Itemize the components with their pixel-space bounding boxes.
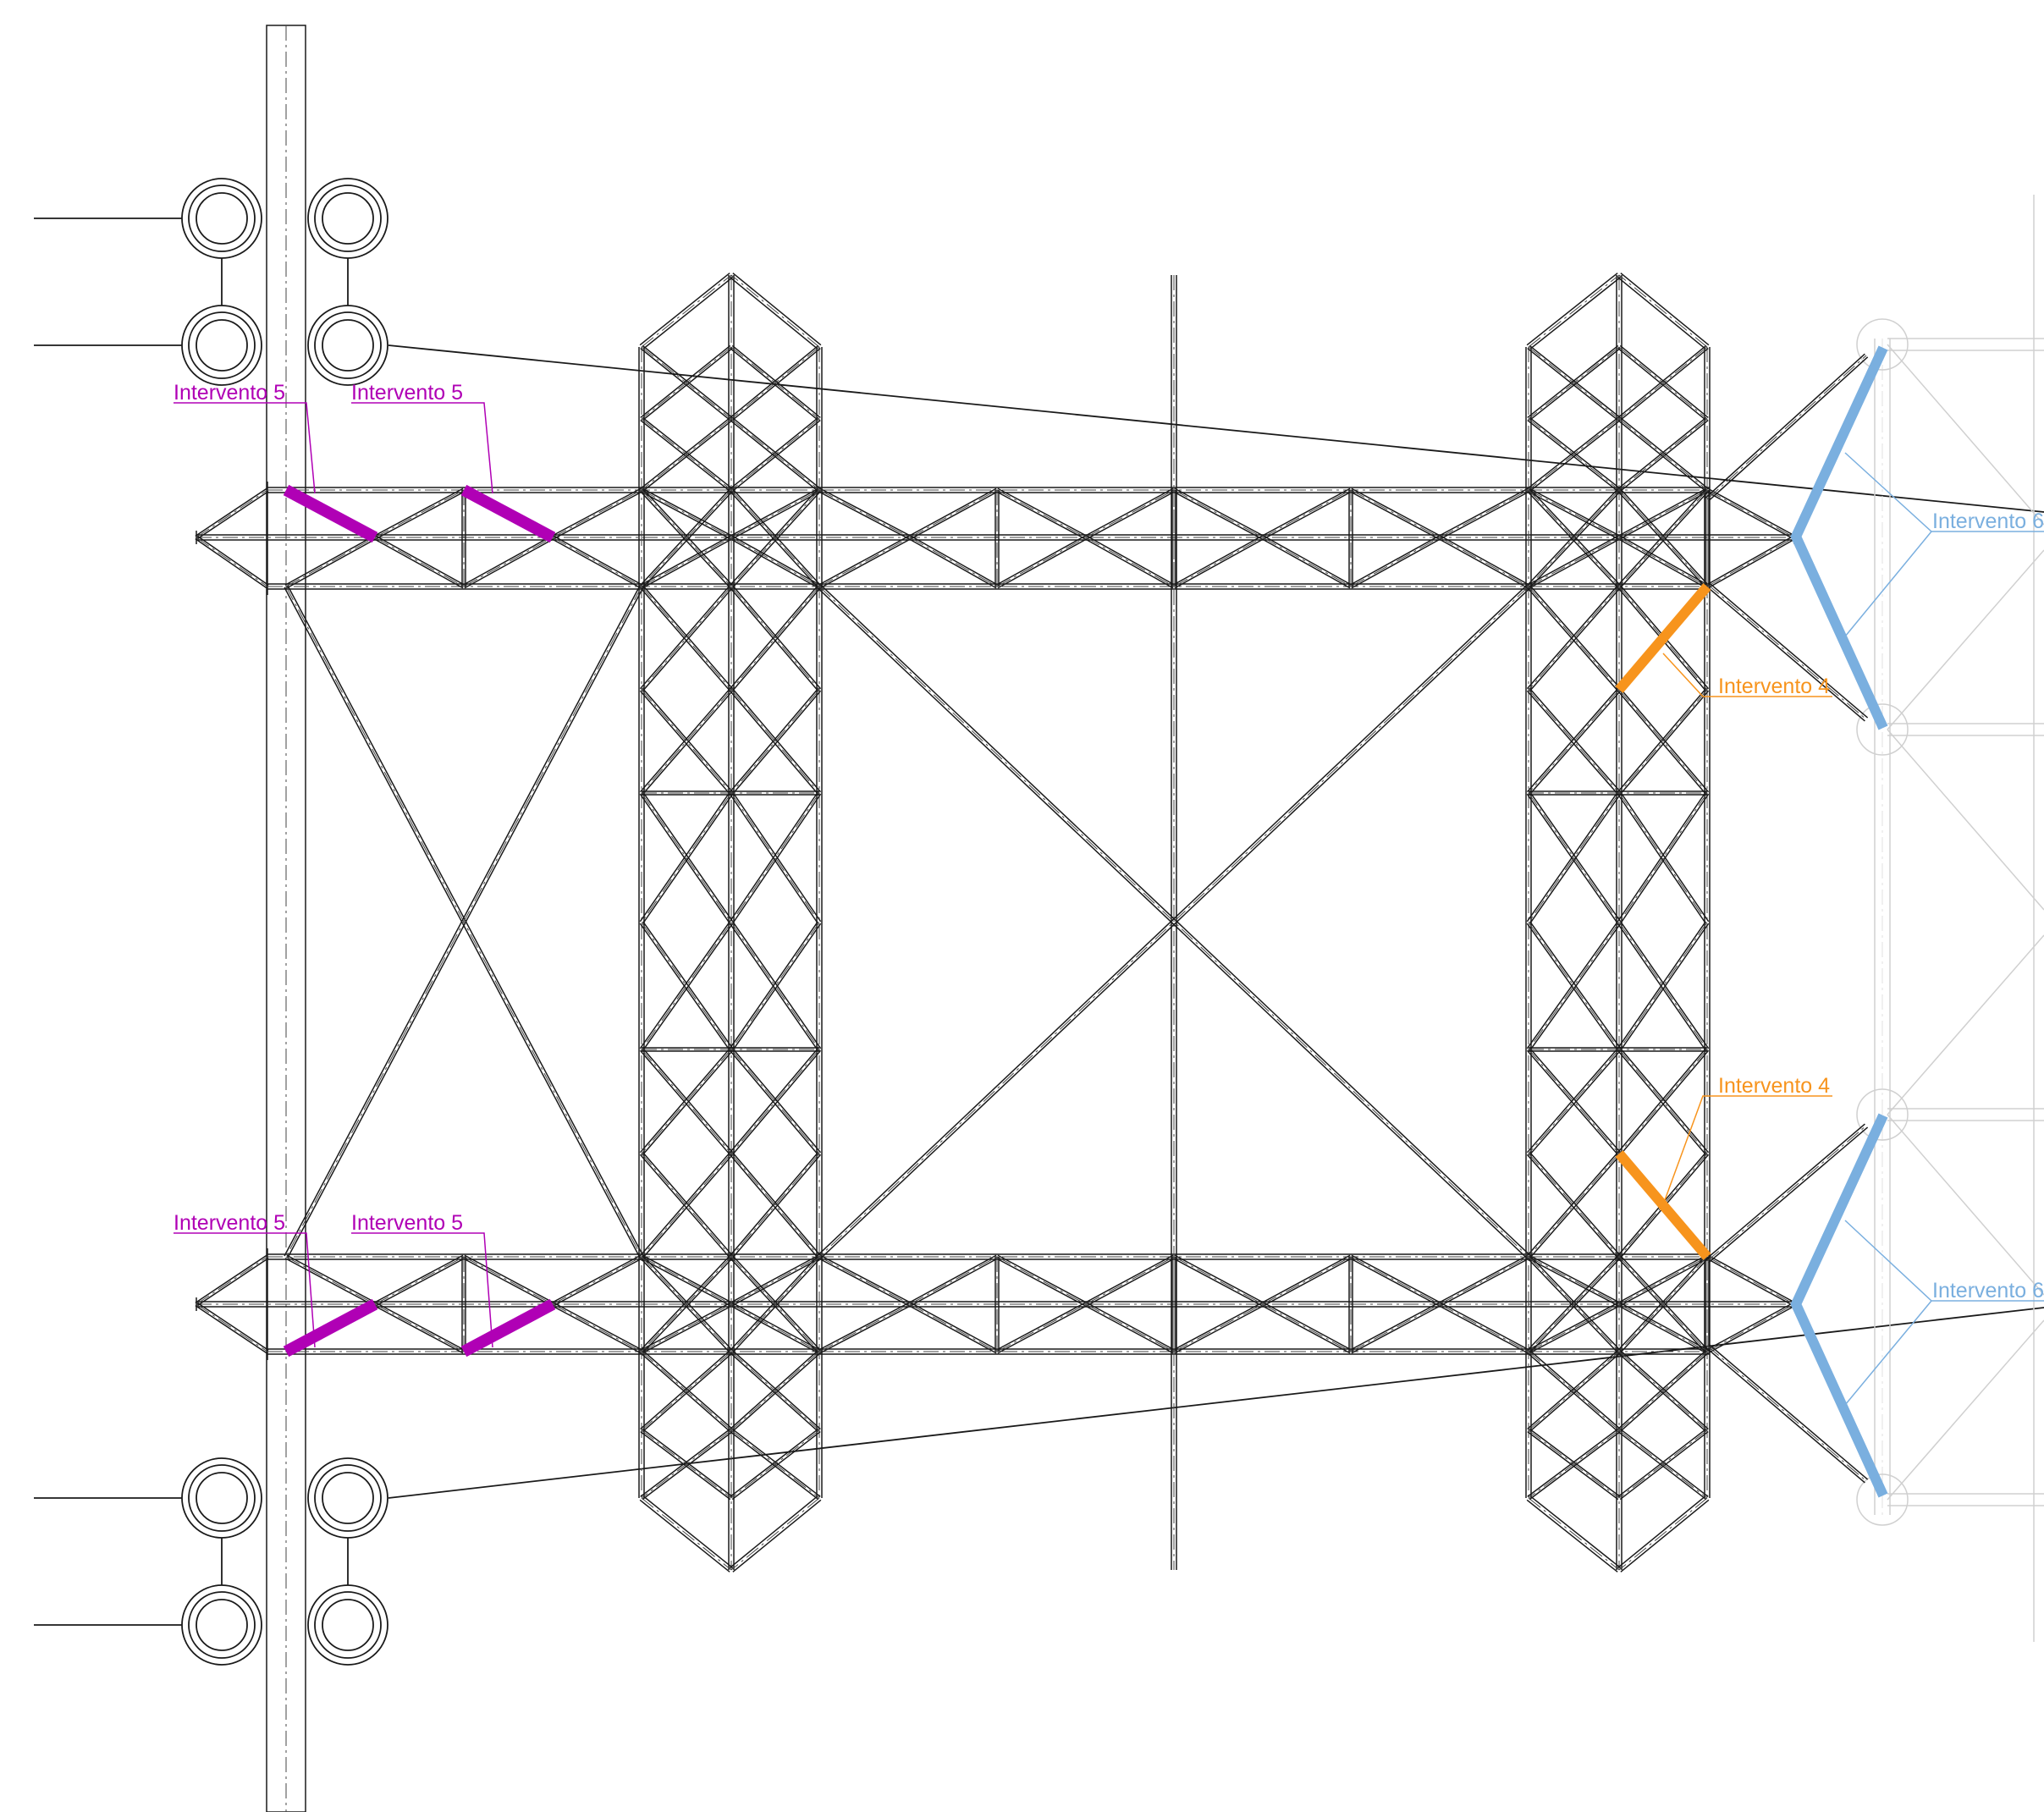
intervento-6-member — [1790, 1113, 1888, 1498]
truss-structure — [195, 273, 1869, 1572]
label-intervento-5-bottom-left: Intervento 5 — [174, 1211, 285, 1235]
intervento-6-members — [1790, 345, 1888, 1498]
label-intervento-4-bottom: Intervento 4 — [1718, 1074, 1830, 1098]
cable-line-bottom — [388, 1307, 2044, 1499]
label-intervento-6-top: Intervento 6 — [1932, 509, 2044, 533]
label-intervento-4-top: Intervento 4 — [1718, 675, 1830, 698]
intervento-4-members — [1615, 583, 1711, 1260]
intervento-5-members — [283, 484, 556, 1358]
cable-line-top — [388, 344, 2044, 513]
intervento-5-member — [283, 1298, 378, 1358]
leaders-intervento-5 — [174, 402, 493, 1348]
ghost-structure — [1856, 195, 2044, 1642]
intervento-6-member — [1790, 345, 1888, 730]
intervento-4-member — [1615, 583, 1711, 693]
label-intervento-6-bottom: Intervento 6 — [1932, 1279, 2044, 1303]
leaders-intervento-4 — [1662, 653, 1832, 1201]
left-rail — [266, 25, 306, 1812]
label-intervento-5-top-left: Intervento 5 — [174, 381, 285, 405]
label-intervento-5-top-right: Intervento 5 — [351, 381, 463, 405]
intervento-4-member — [1615, 1150, 1711, 1260]
intervento-5-member — [460, 484, 556, 543]
intervento-5-member — [460, 1298, 556, 1358]
pipe-cluster-bottom — [34, 1457, 388, 1666]
label-intervento-5-bottom-right: Intervento 5 — [351, 1211, 463, 1235]
pipe-cluster-top — [34, 178, 388, 386]
leaders-intervento-6 — [1844, 452, 2044, 1406]
intervento-5-member — [283, 484, 378, 543]
